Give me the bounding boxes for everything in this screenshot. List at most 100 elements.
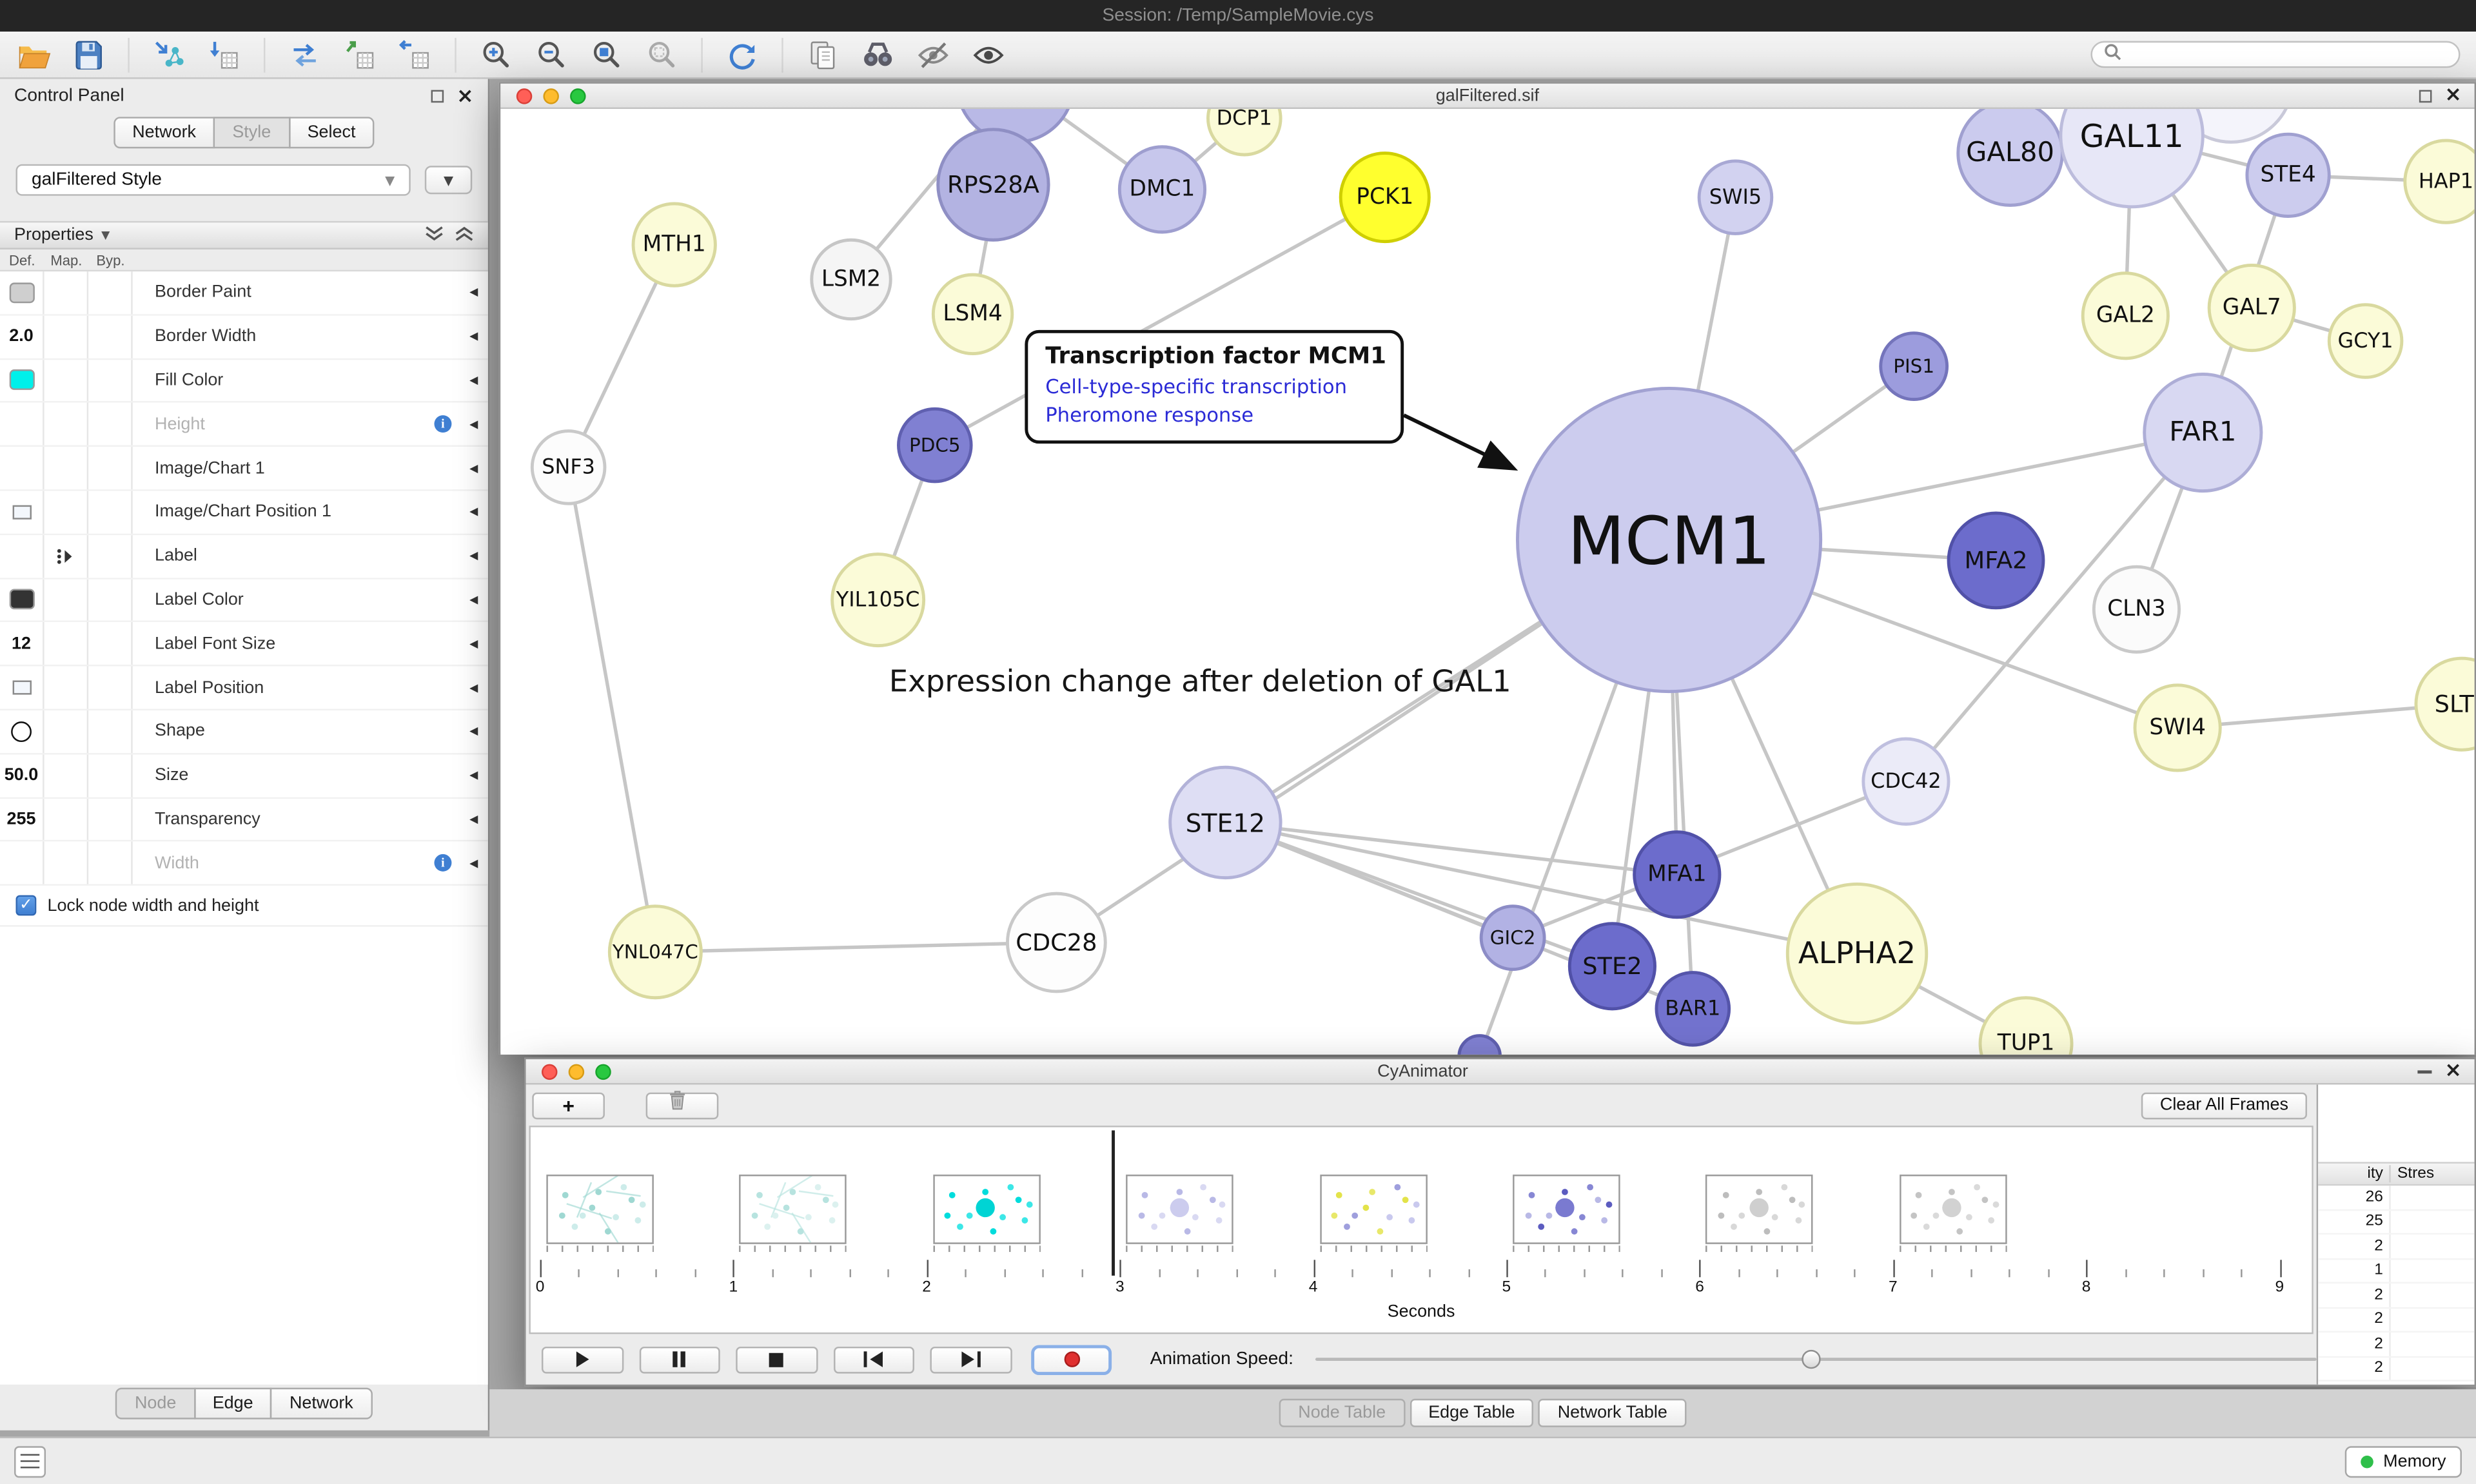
zoom-out-icon[interactable] bbox=[534, 37, 569, 72]
expand-arrow-icon[interactable]: ◀ bbox=[469, 286, 478, 299]
frame-thumbnail[interactable] bbox=[740, 1175, 847, 1244]
slider-thumb[interactable] bbox=[1801, 1349, 1821, 1369]
network-window-titlebar[interactable]: galFiltered.sif × bbox=[500, 83, 2475, 109]
expand-all-icon[interactable] bbox=[425, 225, 444, 246]
eye-icon[interactable] bbox=[971, 37, 1006, 72]
table-row[interactable]: 1 bbox=[2318, 1259, 2475, 1284]
network-node-mcm1[interactable]: MCM1 bbox=[1516, 387, 1823, 694]
frame-thumbnail[interactable] bbox=[1513, 1175, 1620, 1244]
annotation-box[interactable]: Transcription factor MCM1 Cell-type-spec… bbox=[1025, 329, 1404, 444]
memory-button[interactable]: Memory bbox=[2345, 1445, 2462, 1478]
open-session-icon[interactable] bbox=[15, 37, 51, 72]
float-panel-icon[interactable] bbox=[2419, 89, 2432, 102]
bypass-cell[interactable] bbox=[88, 491, 133, 534]
default-value-cell[interactable] bbox=[0, 271, 44, 314]
close-panel-icon[interactable]: × bbox=[456, 84, 474, 108]
annotation-link-1[interactable]: Cell-type-specific transcription bbox=[1045, 374, 1348, 398]
network-node-far1[interactable]: FAR1 bbox=[2143, 372, 2263, 493]
network-node-swi4[interactable]: SWI4 bbox=[2133, 683, 2222, 772]
mapping-cell[interactable] bbox=[44, 447, 89, 490]
default-value-cell[interactable] bbox=[0, 842, 44, 884]
default-value-cell[interactable]: 2.0 bbox=[0, 315, 44, 358]
play-button[interactable] bbox=[542, 1345, 624, 1373]
default-value-cell[interactable]: 12 bbox=[0, 622, 44, 665]
pause-button[interactable] bbox=[638, 1345, 720, 1373]
default-value-cell[interactable] bbox=[0, 359, 44, 402]
column-header[interactable]: Stres bbox=[2397, 1165, 2435, 1183]
close-window-button[interactable] bbox=[542, 1063, 558, 1079]
table-row[interactable]: 2 bbox=[2318, 1332, 2475, 1357]
network-node-pdc5[interactable]: PDC5 bbox=[897, 407, 973, 483]
network-node-mfa1[interactable]: MFA1 bbox=[1633, 830, 1722, 919]
export-network-icon[interactable] bbox=[288, 37, 322, 72]
network-node-bar1[interactable]: BAR1 bbox=[1655, 971, 1731, 1047]
default-value-cell[interactable] bbox=[0, 447, 44, 490]
default-value-cell[interactable]: 255 bbox=[0, 798, 44, 841]
timeline-playhead[interactable] bbox=[1112, 1130, 1115, 1276]
bypass-cell[interactable] bbox=[88, 359, 133, 402]
import-table-icon[interactable] bbox=[207, 37, 242, 72]
network-node-dcp1[interactable]: DCP1 bbox=[1206, 108, 1282, 157]
table-row[interactable]: 26 bbox=[2318, 1186, 2475, 1211]
tab-node-style[interactable]: Node bbox=[115, 1387, 195, 1420]
frame-thumbnail[interactable] bbox=[1705, 1175, 1814, 1244]
frame-thumbnail[interactable] bbox=[546, 1175, 654, 1244]
bypass-cell[interactable] bbox=[88, 447, 133, 490]
network-node-ste2[interactable]: STE2 bbox=[1567, 922, 1656, 1011]
network-node-dmc1[interactable]: DMC1 bbox=[1117, 145, 1207, 234]
mapping-cell[interactable] bbox=[44, 534, 89, 578]
expand-arrow-icon[interactable]: ◀ bbox=[469, 725, 478, 738]
collapse-all-icon[interactable] bbox=[455, 225, 473, 246]
lock-checkbox[interactable]: ✓ bbox=[15, 895, 37, 916]
properties-header[interactable]: Properties ▼ bbox=[0, 220, 488, 249]
expand-arrow-icon[interactable]: ◀ bbox=[469, 505, 478, 519]
float-panel-icon[interactable] bbox=[431, 90, 444, 103]
expand-arrow-icon[interactable]: ◀ bbox=[469, 769, 478, 782]
ui-settings-menu-icon[interactable] bbox=[14, 1445, 46, 1478]
network-node[interactable] bbox=[1457, 1034, 1502, 1055]
search-input[interactable] bbox=[2130, 44, 2448, 64]
search-box[interactable] bbox=[2090, 41, 2461, 68]
cyanimator-titlebar[interactable]: CyAnimator × bbox=[526, 1059, 2475, 1085]
default-value-cell[interactable] bbox=[0, 578, 44, 621]
export-image-icon[interactable] bbox=[398, 37, 433, 72]
expand-arrow-icon[interactable]: ◀ bbox=[469, 330, 478, 343]
stop-button[interactable] bbox=[736, 1345, 818, 1373]
annotation-link-2[interactable]: Pheromone response bbox=[1045, 402, 1254, 427]
network-node-hap1[interactable]: HAP1 bbox=[2403, 139, 2475, 224]
tab-select[interactable]: Select bbox=[288, 117, 375, 149]
minimize-panel-icon[interactable] bbox=[2417, 1069, 2432, 1073]
record-button[interactable] bbox=[1030, 1344, 1112, 1374]
network-node-tup1[interactable]: TUP1 bbox=[1978, 996, 2074, 1055]
bypass-cell[interactable] bbox=[88, 534, 133, 578]
tab-edge-style[interactable]: Edge bbox=[193, 1387, 273, 1420]
expand-arrow-icon[interactable]: ◀ bbox=[469, 857, 478, 870]
network-node-ste4[interactable]: STE4 bbox=[2245, 132, 2331, 218]
network-node-gal7[interactable]: GAL7 bbox=[2207, 263, 2296, 353]
expand-arrow-icon[interactable]: ◀ bbox=[469, 462, 478, 475]
network-node-alpha2[interactable]: ALPHA2 bbox=[1785, 882, 1929, 1025]
bypass-cell[interactable] bbox=[88, 622, 133, 665]
network-node-swi5[interactable]: SWI5 bbox=[1697, 159, 1774, 235]
tab-network[interactable]: Network bbox=[113, 117, 215, 149]
network-node-lsm2[interactable]: LSM2 bbox=[810, 238, 892, 321]
bypass-cell[interactable] bbox=[88, 798, 133, 841]
tab-style[interactable]: Style bbox=[213, 117, 290, 149]
mapping-cell[interactable] bbox=[44, 622, 89, 665]
style-options-button[interactable]: ▼ bbox=[424, 166, 473, 195]
network-node-gal80[interactable]: GAL80 bbox=[1956, 108, 2064, 207]
skip-to-start-button[interactable] bbox=[833, 1345, 915, 1373]
frame-thumbnail[interactable] bbox=[1126, 1175, 1234, 1244]
zoom-in-icon[interactable] bbox=[478, 37, 513, 72]
zoom-selected-icon[interactable] bbox=[644, 37, 679, 72]
add-frame-button[interactable]: + bbox=[532, 1091, 605, 1119]
network-node-mth1[interactable]: MTH1 bbox=[631, 202, 717, 288]
mapping-cell[interactable] bbox=[44, 315, 89, 358]
close-panel-icon[interactable]: × bbox=[2444, 1059, 2462, 1084]
close-panel-icon[interactable]: × bbox=[2444, 83, 2462, 108]
expand-arrow-icon[interactable]: ◀ bbox=[469, 813, 478, 826]
expand-arrow-icon[interactable]: ◀ bbox=[469, 549, 478, 563]
network-node-cln3[interactable]: CLN3 bbox=[2092, 565, 2181, 654]
expand-arrow-icon[interactable]: ◀ bbox=[469, 418, 478, 431]
